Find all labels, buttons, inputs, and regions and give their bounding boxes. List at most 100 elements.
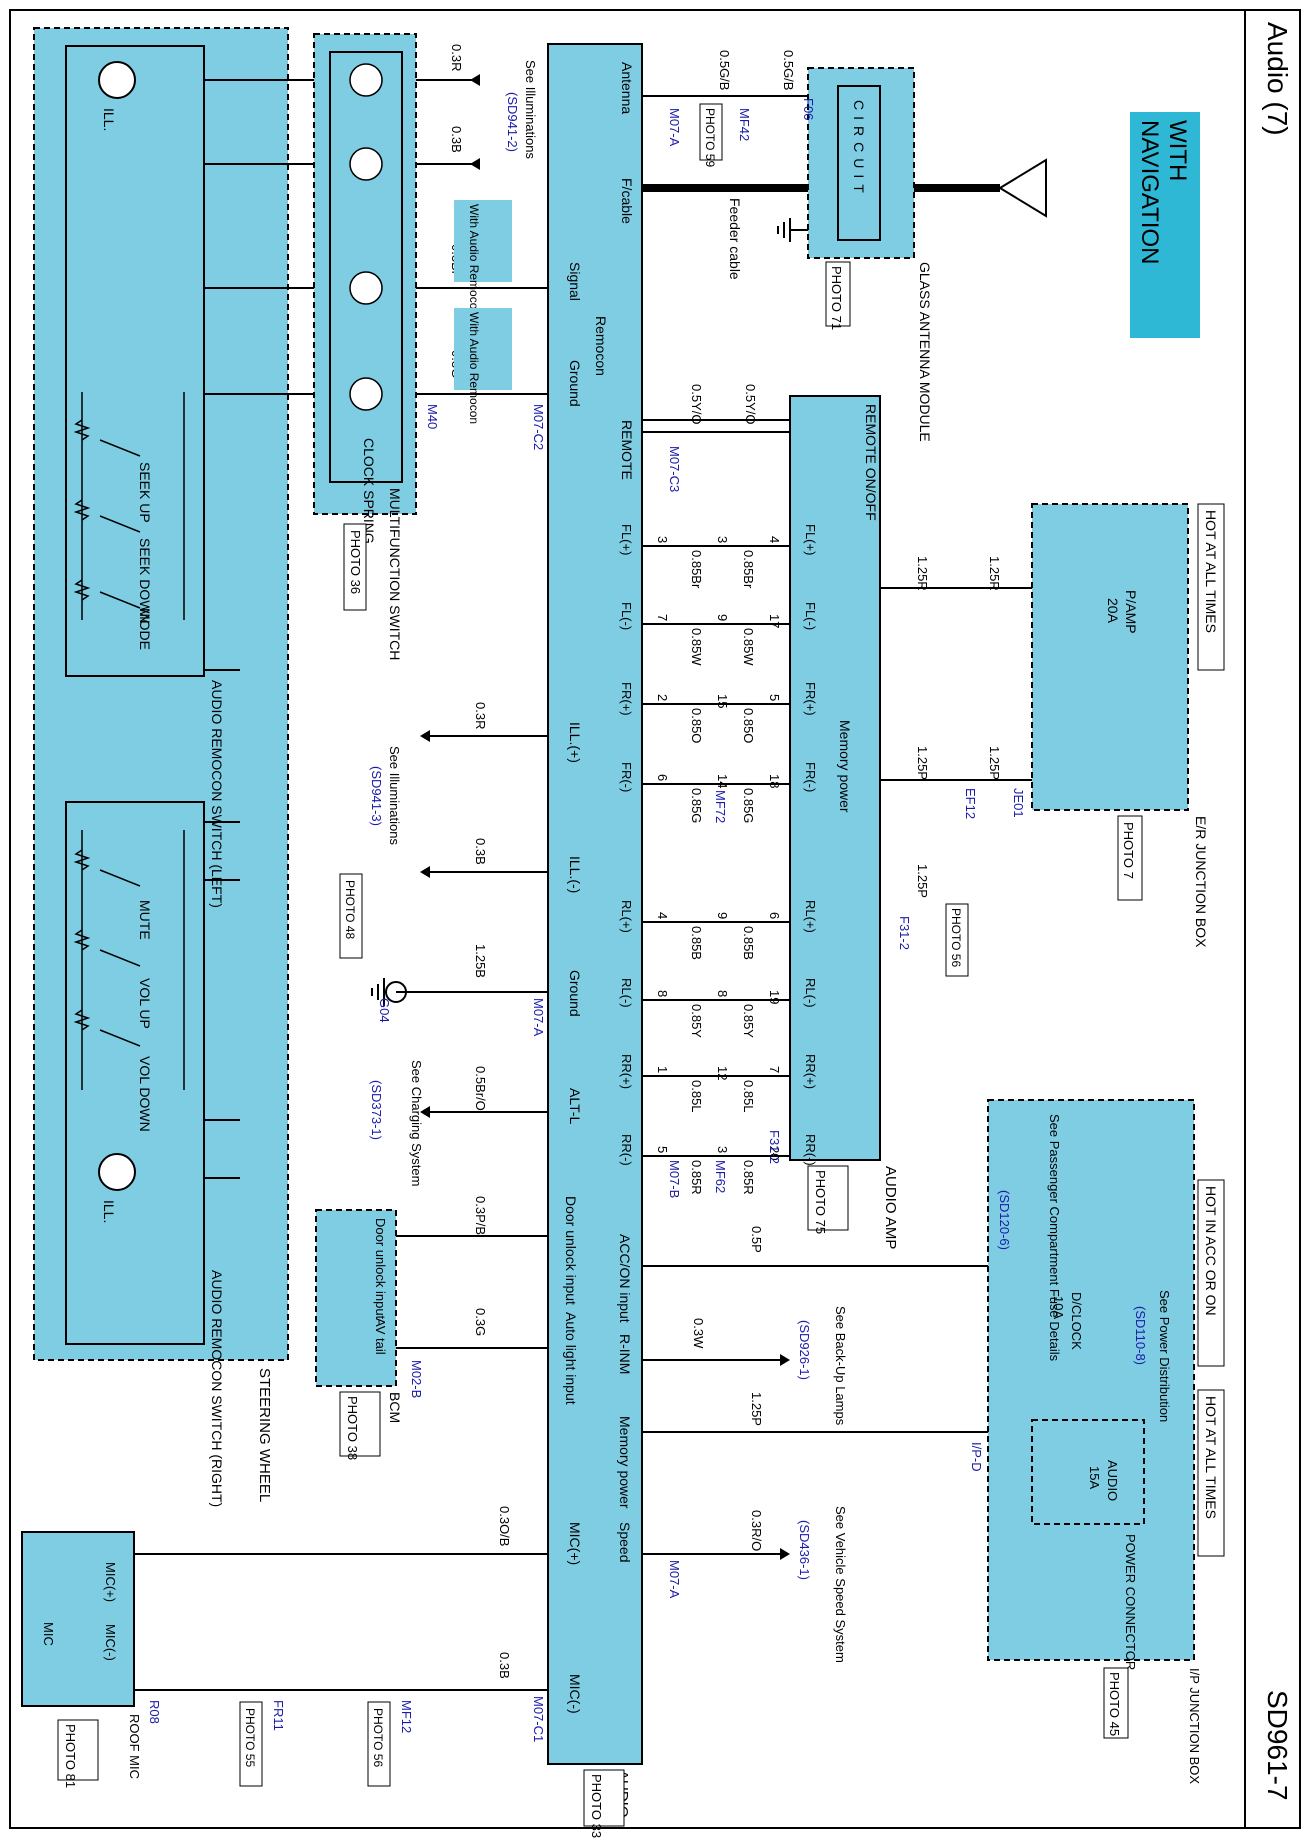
wire-altl: 0.5Br/O [473,1066,488,1111]
speaker-wire-bottom: 0.85Y [689,1004,704,1038]
speaker-pin-top: 7 [767,1066,782,1073]
pin-ill-minus: ILL.(-) [567,856,583,893]
conn-m07a3[interactable]: M07-A [667,1560,682,1599]
speaker-wire-labels: FL(+)FL(+)0.85Br0.85Br433FL(-)FL(-)0.85W… [619,524,818,1195]
speaker-pin-mid: 3 [715,536,730,543]
audio-remocon-switch-left [65,45,205,677]
bcm-module [315,1209,397,1387]
conn-mf12[interactable]: MF12 [399,1700,414,1733]
conn-f312[interactable]: F31-2 [897,916,912,950]
speaker-wire-top: 0.85G [741,788,756,823]
see-power-ref[interactable]: (SD110-8) [1133,1306,1148,1365]
pin-gnd: Ground [567,970,583,1017]
speaker-pin-top: 17 [767,614,782,628]
photo-56b-box [367,1701,391,1787]
wire-ill10: 0.3B [449,126,464,153]
clock-spring-photo-box [343,523,367,611]
glass-antenna-module [807,67,915,259]
vol-down-label: VOL DOWN [137,1056,153,1132]
antenna-circuit-label: CIRCUIT [851,100,867,199]
conn-mf42[interactable]: MF42 [737,108,752,141]
clock-spring-coil-icon [349,147,383,181]
speaker-pin-top: 18 [767,774,782,788]
conn-f06[interactable]: F06 [801,98,816,120]
right-switch-label: AUDIO REMOCON SWITCH (RIGHT) [209,1270,225,1507]
wire-mem: 1.25P [749,1392,764,1426]
conn-fr11[interactable]: FR11 [271,1700,286,1731]
conn-m07c2[interactable]: M07-C2 [531,404,546,450]
navigation-banner [1130,112,1200,338]
ref-illum2: See Illuminations [523,60,538,159]
conn-m40[interactable]: M40 [425,404,440,429]
ref-speed-link[interactable]: (SD436-1) [797,1520,812,1580]
seek-up-label: SEEK UP [137,462,153,523]
antenna-module-label: GLASS ANTENNA MODULE [917,262,933,442]
audio-fuse-label: AUDIO [1105,1460,1120,1501]
conn-f312b[interactable]: F31-2 [767,1130,782,1164]
audio-remocon-switch-right [65,801,205,1345]
mute-label: MUTE [137,900,153,940]
speaker-pin-bottom: 7 [655,614,670,621]
speaker-wire-bottom: 0.85B [689,926,704,960]
pin-remote: REMOTE [619,420,635,480]
er-box-photo-box [1117,815,1143,901]
photo-56: PHOTO 56 [949,908,963,967]
hot-in-acc-badge [1197,1179,1225,1367]
er-box-label: E/R JUNCTION BOX [1193,816,1209,948]
conn-m07b[interactable]: M07-B [667,1160,682,1198]
conn-ef12[interactable]: EF12 [963,788,978,819]
conn-mf72[interactable]: MF72 [713,790,728,823]
ref-charging-link[interactable]: (SD373-1) [369,1080,384,1140]
pin-door: Door unlock input [563,1196,579,1305]
audio-speaker-pin-label: RR(+) [619,1054,634,1089]
ill-lamp-left-icon [98,61,136,99]
ref-charging: See Charging System [409,1060,424,1186]
conn-ipd[interactable]: I/P-D [969,1442,984,1472]
bcm-door-label: Door unlock input [373,1218,388,1320]
audio-speaker-pin-label: FL(+) [619,524,634,555]
speaker-wire-top: 0.85W [741,628,756,666]
audio-speaker-pin-label: RL(+) [619,900,634,933]
see-passenger-label: See Passenger Compartment Fuse Details [1047,1114,1062,1362]
wire-rinm: 0.3W [691,1318,706,1349]
amp-pin-label: RL(+) [803,900,818,933]
see-passenger-ref[interactable]: (SD120-6) [997,1190,1012,1250]
hot-in-acc-label: HOT IN ACC OR ON [1203,1186,1219,1316]
speaker-pin-mid: 15 [715,694,730,708]
audio-speaker-pin-label: RL(-) [619,978,634,1008]
conn-m02b[interactable]: M02-B [409,1360,424,1398]
audio-photo: PHOTO 33 [589,1774,604,1838]
reference-arrows [420,74,790,1560]
wire-p1: 1.25R [915,556,930,591]
photo-56b: PHOTO 56 [371,1708,385,1767]
ref-illum2-link[interactable]: (SD941-2) [505,92,520,152]
with-remocon-badge-2 [454,308,512,390]
conn-g04[interactable]: G04 [377,998,392,1023]
audio-speaker-pin-label: FL(-) [619,602,634,630]
conn-mf62[interactable]: MF62 [713,1160,728,1193]
feeder-cable-label: Feeder cable [727,198,743,280]
photo-55: PHOTO 55 [243,1708,257,1767]
audio-speaker-pin-label: RR(-) [619,1134,634,1166]
ref-backup-link[interactable]: (SD926-1) [797,1320,812,1380]
wire-illm: 0.3B [473,838,488,865]
speaker-wire-bottom: 0.85R [689,1160,704,1195]
conn-m07c3[interactable]: M07-C3 [667,446,682,492]
amp-label: AUDIO AMP [882,1166,899,1249]
conn-je01[interactable]: JE01 [1011,788,1026,818]
page-title: Audio (7) [1262,22,1293,136]
photo-48: PHOTO 48 [343,880,357,939]
photo-55-box [239,1701,263,1787]
audio-photo-box [583,1769,625,1827]
conn-m07a[interactable]: M07-A [667,108,682,147]
resistor-ladder-left [73,392,185,620]
conn-m07c1[interactable]: M07-C1 [531,1696,546,1742]
conn-r08[interactable]: R08 [147,1700,162,1724]
pin-fcable: F/cable [619,178,635,224]
amp-memory-label: Memory power [837,720,853,813]
amp-photo-box [807,1165,849,1231]
ref-illum3-link[interactable]: (SD941-3) [369,766,384,826]
conn-m07a2[interactable]: M07-A [531,998,546,1037]
speaker-pin-mid: 9 [715,912,730,919]
